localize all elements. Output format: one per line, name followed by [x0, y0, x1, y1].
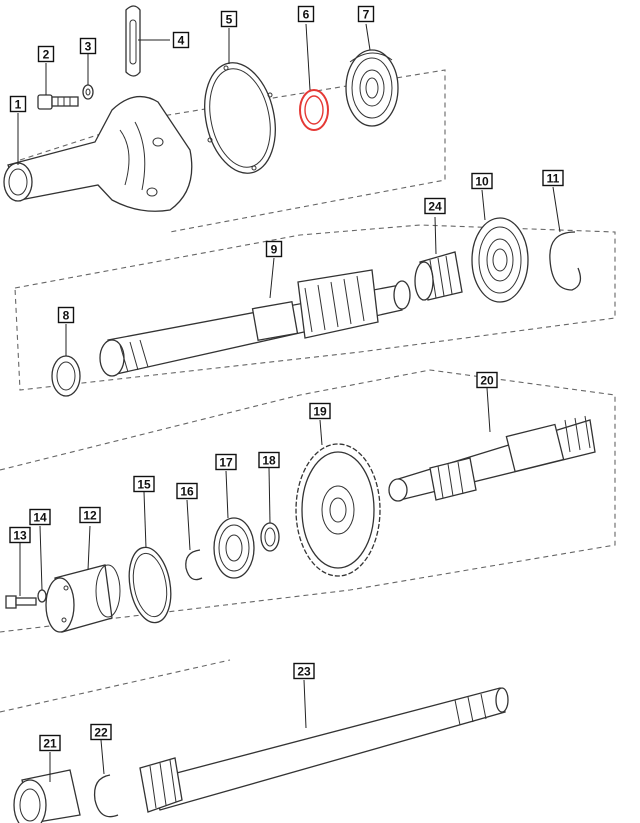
callout-13[interactable]: 13	[9, 526, 31, 544]
part-4-locking-plate	[125, 5, 141, 77]
callout-box-17	[215, 453, 237, 471]
callout-number-9: 9	[271, 243, 278, 257]
callout-box-12	[79, 506, 101, 524]
part-18-spacer	[260, 522, 280, 552]
callout-number-19: 19	[313, 405, 327, 419]
part-20-output-shaft	[388, 415, 596, 502]
part-6-seal-ring	[299, 89, 329, 131]
callout-number-8: 8	[63, 309, 70, 323]
callout-box-24	[424, 197, 446, 215]
callout-20[interactable]: 20	[476, 371, 498, 389]
callout-17[interactable]: 17	[215, 453, 237, 471]
callout-number-15: 15	[137, 478, 151, 492]
part-13-bolt	[5, 595, 37, 609]
callout-10[interactable]: 10	[471, 172, 493, 190]
callout-9[interactable]: 9	[265, 240, 283, 258]
callout-16[interactable]: 16	[176, 482, 198, 500]
part-21-coupling-sleeve	[13, 769, 81, 823]
callout-number-13: 13	[13, 529, 27, 543]
part-9-splined-shaft	[99, 269, 411, 377]
callout-box-13	[9, 526, 31, 544]
callout-18[interactable]: 18	[258, 451, 280, 469]
callout-number-17: 17	[219, 456, 233, 470]
callout-number-18: 18	[262, 454, 276, 468]
callout-box-22	[90, 723, 112, 741]
callout-number-12: 12	[83, 509, 97, 523]
callout-number-11: 11	[547, 172, 560, 186]
part-12-end-cover	[45, 564, 121, 633]
callout-box-21	[39, 734, 61, 752]
callout-24[interactable]: 24	[424, 197, 446, 215]
callout-number-5: 5	[226, 13, 233, 27]
callout-number-24: 24	[428, 200, 442, 214]
callout-box-19	[309, 402, 331, 420]
callout-22[interactable]: 22	[90, 723, 112, 741]
part-16-circlip	[185, 549, 203, 581]
callout-box-2	[37, 45, 55, 63]
part-7-bearing	[345, 49, 399, 127]
callout-box-18	[258, 451, 280, 469]
callout-box-14	[29, 508, 51, 526]
callout-number-4: 4	[178, 34, 185, 48]
callout-6[interactable]: 6	[297, 5, 315, 23]
part-24-needle-cage	[414, 251, 463, 301]
callout-box-10	[471, 172, 493, 190]
callout-number-14: 14	[33, 511, 47, 525]
part-2-bolt	[37, 94, 79, 110]
callout-23[interactable]: 23	[293, 662, 315, 680]
callout-box-16	[176, 482, 198, 500]
callout-number-21: 21	[43, 737, 57, 751]
callout-number-1: 1	[15, 98, 22, 112]
part-14-washer	[37, 589, 47, 603]
part-8-spacer-ring	[51, 355, 81, 397]
callout-4[interactable]: 4	[172, 31, 190, 49]
callout-box-8	[57, 306, 75, 324]
callout-number-20: 20	[480, 374, 494, 388]
callout-15[interactable]: 15	[133, 475, 155, 493]
callout-2[interactable]: 2	[37, 45, 55, 63]
callout-19[interactable]: 19	[309, 402, 331, 420]
callout-box-3	[79, 37, 97, 55]
callout-number-3: 3	[85, 40, 92, 54]
callout-1[interactable]: 1	[9, 95, 27, 113]
callout-number-23: 23	[297, 665, 311, 679]
part-22-circlip	[93, 774, 119, 818]
callout-box-6	[297, 5, 315, 23]
part-10-bearing	[471, 217, 529, 303]
callout-box-4	[172, 31, 190, 49]
callout-number-7: 7	[363, 8, 370, 22]
callout-box-15	[133, 475, 155, 493]
part-1-flange-housing	[3, 95, 193, 212]
callout-14[interactable]: 14	[29, 508, 51, 526]
part-19-gear	[295, 443, 381, 577]
callout-number-22: 22	[94, 726, 108, 740]
callout-box-9	[265, 240, 283, 258]
callout-5[interactable]: 5	[220, 10, 238, 28]
callout-number-16: 16	[180, 485, 194, 499]
callout-box-20	[476, 371, 498, 389]
callout-11[interactable]: 11	[542, 169, 564, 187]
callout-7[interactable]: 7	[357, 5, 375, 23]
callout-box-7	[357, 5, 375, 23]
part-11-circlip	[549, 231, 582, 291]
callout-box-1	[9, 95, 27, 113]
callout-box-5	[220, 10, 238, 28]
callout-3[interactable]: 3	[79, 37, 97, 55]
callout-box-11	[542, 169, 564, 187]
leader-lines	[17, 23, 561, 782]
callout-8[interactable]: 8	[57, 306, 75, 324]
callout-number-6: 6	[303, 8, 310, 22]
part-3-washer	[82, 84, 94, 100]
part-17-bearing	[213, 517, 255, 579]
part-5-gasket	[204, 62, 276, 174]
callout-21[interactable]: 21	[39, 734, 61, 752]
callout-box-23	[293, 662, 315, 680]
callout-number-10: 10	[475, 175, 489, 189]
callout-number-2: 2	[43, 48, 50, 62]
part-23-long-shaft	[139, 687, 509, 813]
part-15-gasket	[128, 546, 172, 624]
callout-12[interactable]: 12	[79, 506, 101, 524]
